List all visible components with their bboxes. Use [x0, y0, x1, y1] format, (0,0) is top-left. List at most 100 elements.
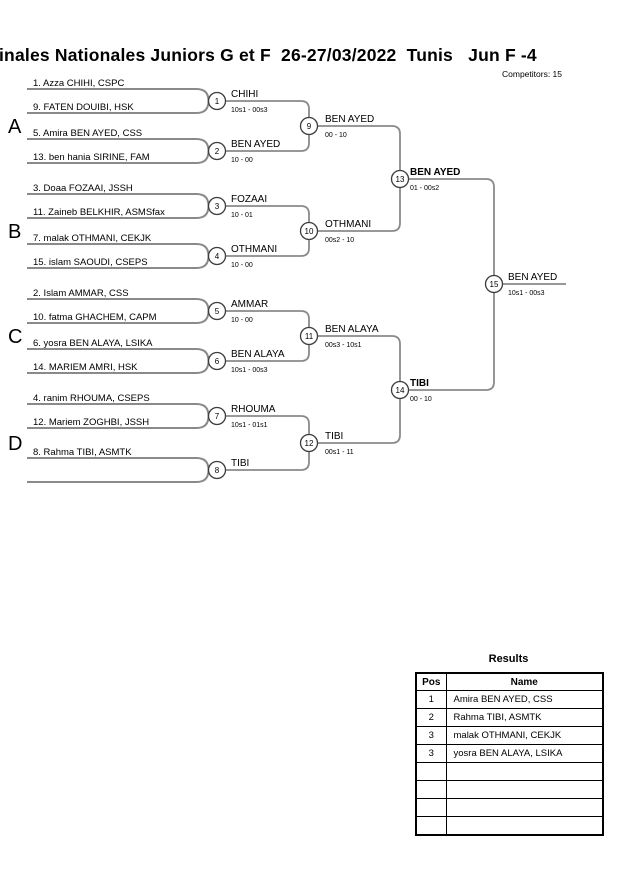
entry-name: 13. ben hania SIRINE, FAM	[33, 152, 150, 163]
result-pos: 3	[415, 726, 447, 745]
entry-name: 3. Doaa FOZAAI, JSSH	[33, 183, 133, 194]
winner-name: TIBI	[325, 431, 343, 442]
player-line	[27, 457, 210, 471]
result-name	[445, 780, 604, 799]
player-line	[27, 298, 210, 312]
result-name	[445, 816, 604, 836]
player-line	[27, 403, 210, 417]
result-name	[445, 762, 604, 781]
match-number: 3	[215, 202, 220, 211]
result-pos	[415, 816, 447, 836]
player-line	[27, 469, 210, 483]
winner-connector	[225, 134, 310, 152]
match-number: 11	[305, 332, 314, 341]
winner-connector	[408, 178, 495, 276]
winner-name: BEN AYED	[231, 139, 280, 150]
results-col-name: Name	[445, 672, 604, 691]
match-score: 10 - 00	[231, 262, 253, 269]
player-line	[27, 348, 210, 362]
group-label-b: B	[8, 221, 21, 243]
results-row	[415, 762, 604, 781]
tournament-bracket: A B C D	[8, 78, 566, 483]
match-score: 10 - 00	[231, 157, 253, 164]
results-row	[415, 816, 604, 836]
winner-connector	[317, 187, 401, 232]
winner-name: BEN ALAYA	[325, 324, 379, 335]
winner-connector	[225, 344, 310, 362]
results-title: Results	[488, 653, 529, 665]
match-score: 10s1 - 01s1	[231, 422, 268, 429]
entry-name: 14. MARIEM AMRI, HSK	[33, 362, 138, 373]
match-circle	[207, 351, 227, 371]
group-label-d: D	[8, 433, 22, 455]
match-number: 13	[396, 175, 405, 184]
match-circle	[299, 116, 319, 136]
entry-name: 10. fatma GHACHEM, CAPM	[33, 312, 157, 323]
winner-name: BEN AYED	[410, 167, 460, 178]
results-table: Pos Name 1 Amira BEN AYED, CSS 2 Rahma T…	[415, 672, 604, 836]
match-score: 10s1 - 00s3	[508, 290, 545, 297]
match-score: 00 - 10	[410, 396, 432, 403]
winner-name: TIBI	[410, 378, 429, 389]
results-row: 2 Rahma TIBI, ASMTK	[415, 708, 604, 727]
winner-connector	[225, 239, 310, 257]
result-pos: 1	[415, 690, 447, 709]
result-name	[445, 798, 604, 817]
match-number: 10	[305, 227, 314, 236]
player-line	[27, 193, 210, 207]
match-circle	[207, 460, 227, 480]
match-number: 15	[490, 280, 499, 289]
entry-name: 6. yosra BEN ALAYA, LSIKA	[33, 338, 153, 349]
entry-name: 2. Islam AMMAR, CSS	[33, 288, 129, 299]
match-circle	[207, 406, 227, 426]
results-row	[415, 780, 604, 799]
winner-name: BEN AYED	[325, 114, 374, 125]
winner-name: OTHMANI	[231, 244, 277, 255]
results-row: 1 Amira BEN AYED, CSS	[415, 690, 604, 709]
entry-name: 7. malak OTHMANI, CEKJK	[33, 233, 152, 244]
match-score: 10s1 - 00s3	[231, 107, 268, 114]
competitors-count: Competitors: 15	[502, 69, 562, 79]
winner-name: FOZAAI	[231, 194, 267, 205]
match-number: 7	[215, 412, 220, 421]
match-circle	[207, 301, 227, 321]
result-name: Amira BEN AYED, CSS	[445, 690, 604, 709]
results-header-row: Pos Name	[415, 672, 604, 691]
match-number: 6	[215, 357, 220, 366]
winner-connector	[225, 310, 310, 328]
group-label-c: C	[8, 326, 22, 348]
entry-name: 1. Azza CHIHI, CSPC	[33, 78, 124, 89]
match-circle	[390, 169, 410, 189]
results-row	[415, 798, 604, 817]
player-line	[27, 243, 210, 257]
winner-name: TIBI	[231, 458, 249, 469]
result-name: Rahma TIBI, ASMTK	[445, 708, 604, 727]
match-score: 00s1 - 11	[325, 449, 354, 456]
results-row: 3 yosra BEN ALAYA, LSIKA	[415, 744, 604, 763]
entry-name: 5. Amira BEN AYED, CSS	[33, 128, 142, 139]
results-row: 3 malak OTHMANI, CEKJK	[415, 726, 604, 745]
match-number: 9	[307, 122, 312, 131]
winner-connector	[317, 335, 401, 382]
match-number: 2	[215, 147, 220, 156]
winner-connector	[225, 205, 310, 223]
result-pos	[415, 762, 447, 781]
winner-name: BEN ALAYA	[231, 349, 285, 360]
winner-connector	[225, 451, 310, 471]
match-number: 8	[215, 466, 220, 475]
match-number: 1	[215, 97, 220, 106]
match-number: 12	[305, 439, 314, 448]
match-score: 01 - 00s2	[410, 185, 439, 192]
entry-name: 12. Mariem ZOGHBI, JSSH	[33, 417, 149, 428]
result-pos: 2	[415, 708, 447, 727]
page-title: inales Nationales Juniors G et F 26-27/0…	[0, 45, 537, 65]
match-number: 4	[215, 252, 220, 261]
result-pos: 3	[415, 744, 447, 763]
player-line	[27, 138, 210, 152]
entry-name: 8. Rahma TIBI, ASMTK	[33, 447, 132, 458]
match-circle	[207, 196, 227, 216]
entry-name: 4. ranim RHOUMA, CSEPS	[33, 393, 150, 404]
winner-name: RHOUMA	[231, 404, 276, 415]
match-circle	[207, 246, 227, 266]
